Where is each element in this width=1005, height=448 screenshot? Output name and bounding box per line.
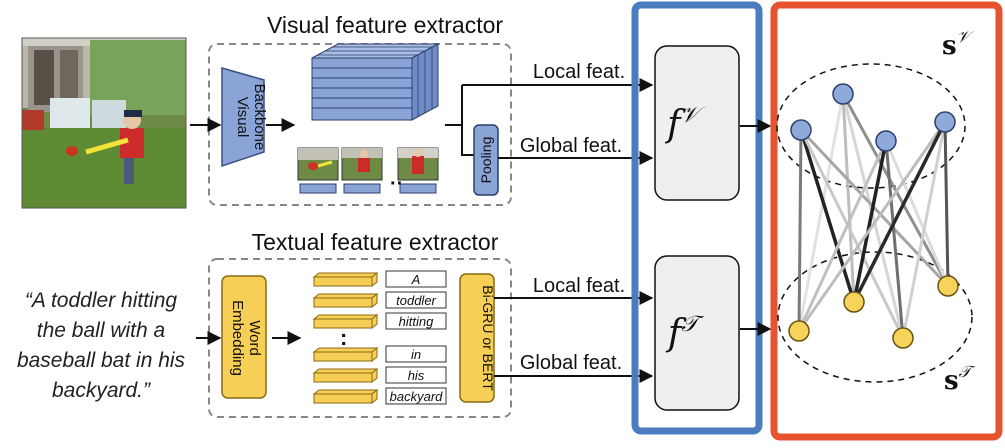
textual-set-sup: 𝒯 <box>959 362 976 381</box>
backbone-label-line1: Visual <box>234 97 251 138</box>
graph-edge <box>797 92 845 333</box>
word-token: toddler <box>396 293 436 308</box>
graph-edge <box>799 128 856 304</box>
textual-encoder-box <box>654 255 740 411</box>
caption-line: baseball bat in his <box>16 349 186 372</box>
input-caption: “A toddler hitting the ball with a baseb… <box>2 286 200 406</box>
word-vector <box>312 388 379 405</box>
graph-edge <box>943 120 950 288</box>
visual-node <box>934 111 956 133</box>
word-tokens: A toddler hitting in his backyard <box>385 270 447 405</box>
embedding-label-line1: Word <box>246 320 263 356</box>
textual-nodes <box>788 275 959 349</box>
region-crops: ·· <box>297 147 439 195</box>
graph-edges <box>797 92 950 340</box>
graph-edge <box>884 139 950 288</box>
region-crop <box>341 147 383 194</box>
textual-set-label: s𝒯 <box>944 362 976 396</box>
textual-node <box>843 291 865 313</box>
graph-edge <box>901 120 947 340</box>
textual-set-s: s <box>944 366 959 396</box>
visual-nodes <box>790 83 956 152</box>
textual-global-feat-label: Global feat. <box>520 352 622 374</box>
visual-node <box>875 130 897 152</box>
visual-set-label: s𝒱 <box>942 27 976 61</box>
visual-backbone: Visual Backbone <box>221 67 268 168</box>
word-token: hitting <box>399 314 434 329</box>
graph-edge <box>797 128 803 333</box>
encoder-label: Bi-GRU or BERT <box>480 285 496 391</box>
graph-edge <box>884 139 905 340</box>
input-photo <box>21 37 187 209</box>
graph-edge <box>841 92 905 340</box>
word-vector <box>312 367 379 384</box>
visual-node <box>790 119 812 141</box>
word-token: backyard <box>390 389 444 404</box>
word-token: A <box>411 272 421 287</box>
visual-local-feat-label: Local feat. <box>533 61 625 83</box>
word-vector <box>312 271 379 288</box>
word-vector <box>312 313 379 330</box>
graph-panel <box>770 1 1003 441</box>
graph-edge <box>841 92 856 304</box>
word-vectors <box>312 271 379 405</box>
textual-extractor-title: Textual feature extractor <box>252 229 499 255</box>
word-embedding-block: Word Embedding <box>221 275 267 399</box>
feature-map-cube <box>311 43 439 121</box>
text-encoder-block: Bi-GRU or BERT <box>459 273 496 403</box>
textual-node <box>892 327 914 349</box>
word-token: in <box>411 347 421 362</box>
word-vector <box>312 346 379 363</box>
visual-set-ellipse <box>776 63 966 189</box>
word-vector <box>312 292 379 309</box>
word-token: his <box>408 368 425 383</box>
visual-node <box>832 83 854 105</box>
graph-edge <box>852 120 947 304</box>
visual-extractor-title: Visual feature extractor <box>267 12 503 38</box>
visual-set-s: s <box>942 31 957 61</box>
textual-set-ellipse <box>777 251 973 383</box>
encoder-panel <box>631 1 763 435</box>
caption-line: backyard.” <box>51 379 151 402</box>
vector-ellipsis: : <box>340 325 347 350</box>
graph-edge <box>841 92 950 288</box>
region-crop <box>397 147 439 194</box>
visual-encoder-box <box>654 45 740 201</box>
graph-edge <box>797 139 888 333</box>
visual-global-feat-label: Global feat. <box>520 135 622 157</box>
visual-branch-line-lower <box>461 125 476 156</box>
graph-edge <box>799 128 905 340</box>
visual-set-sup: 𝒱 <box>957 27 976 46</box>
pooling-label: Pooling <box>478 137 494 184</box>
caption-line: the ball with a <box>36 319 166 342</box>
caption-line: “A toddler hitting <box>24 289 178 312</box>
backbone-label-line2: Backbone <box>251 84 268 151</box>
pooling-block: Pooling <box>473 124 499 196</box>
graph-edge <box>799 128 950 288</box>
embedding-label-line2: Embedding <box>229 300 246 376</box>
textual-node <box>937 275 959 297</box>
textual-node <box>788 320 810 342</box>
graph-edge <box>852 139 888 304</box>
visual-branch-line <box>445 85 463 126</box>
textual-local-feat-label: Local feat. <box>533 275 625 297</box>
graph-edge <box>797 120 947 333</box>
region-crop <box>297 147 339 194</box>
